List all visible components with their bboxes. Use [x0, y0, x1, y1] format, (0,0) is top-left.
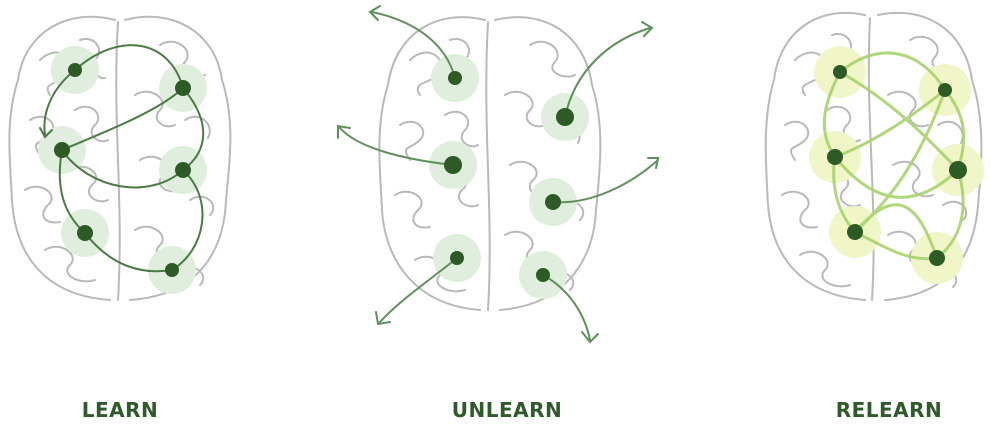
- learn-brain-illustration: [8, 15, 232, 301]
- unlearn-panel: UNLEARN: [330, 0, 670, 425]
- learn-panel: LEARN: [0, 0, 240, 425]
- brain-outline: [378, 16, 602, 311]
- outward-arrows: [337, 5, 660, 344]
- neuron-nodes: [54, 63, 191, 277]
- unlearn-label: UNLEARN: [451, 398, 563, 422]
- neuron-nodes: [827, 65, 967, 266]
- relearn-panel: RELEARN: [760, 0, 999, 425]
- unlearn-brain-illustration: [337, 5, 660, 344]
- neuron-nodes: [444, 71, 574, 282]
- relearn-brain-illustration: [764, 11, 984, 301]
- relearn-label: RELEARN: [835, 398, 943, 422]
- connection-arrows: [39, 44, 205, 273]
- learn-label: LEARN: [81, 398, 159, 422]
